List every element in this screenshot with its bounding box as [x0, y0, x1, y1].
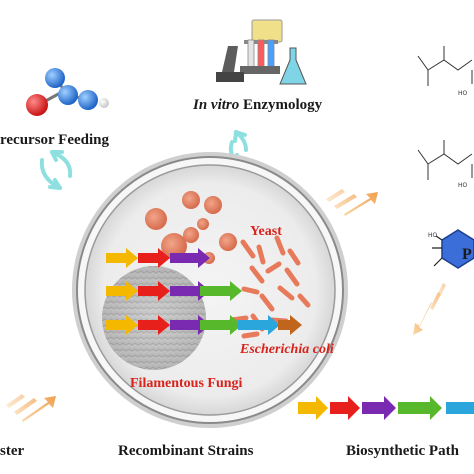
ster-label: ster [0, 443, 25, 459]
yeast-label: Yeast [250, 224, 282, 239]
in-vitro-enzymology-label: In vitro Enzymology [193, 97, 322, 114]
precursor-feeding-label: recursor Feeding [0, 132, 110, 148]
product-molecule-3-icon [432, 229, 474, 269]
molecule-ho-label-2: HO [458, 182, 468, 189]
partial-p-label: P [462, 246, 472, 263]
recombinant-strains-label: Recombinant Strains [118, 443, 254, 459]
product-molecule-2-icon [417, 140, 473, 180]
molecule-ho-label-1: HO [458, 90, 468, 97]
escherichia-coli-label: Escherichia coli [240, 342, 334, 357]
molecule-ho-label-3: HO [428, 232, 438, 239]
filamentous-fungi-colony-icon [102, 266, 206, 370]
gene-cluster-row-1 [106, 248, 210, 268]
product-molecule-1-icon [417, 46, 473, 86]
enzymology-text: Enzymology [239, 97, 323, 113]
orange-arrow-down-icon [413, 283, 446, 335]
filamentous-fungi-label: Filamentous Fungi [130, 376, 243, 391]
gene-cluster-row-3 [106, 315, 302, 335]
gene-cluster-row-2 [106, 281, 242, 301]
precursor-molecule-icon [26, 68, 109, 116]
orange-arrow-to-products-icon [326, 189, 378, 216]
biosynthetic-pathway-label: Biosynthetic Path [346, 443, 459, 459]
biosynthetic-pathway-genes [298, 396, 474, 420]
lab-equipment-icon [216, 19, 307, 85]
in-vitro-italic-text: In vitro [193, 97, 240, 113]
orange-arrow-to-dish-icon [6, 394, 56, 422]
teal-curved-arrow-left-icon [39, 150, 73, 190]
